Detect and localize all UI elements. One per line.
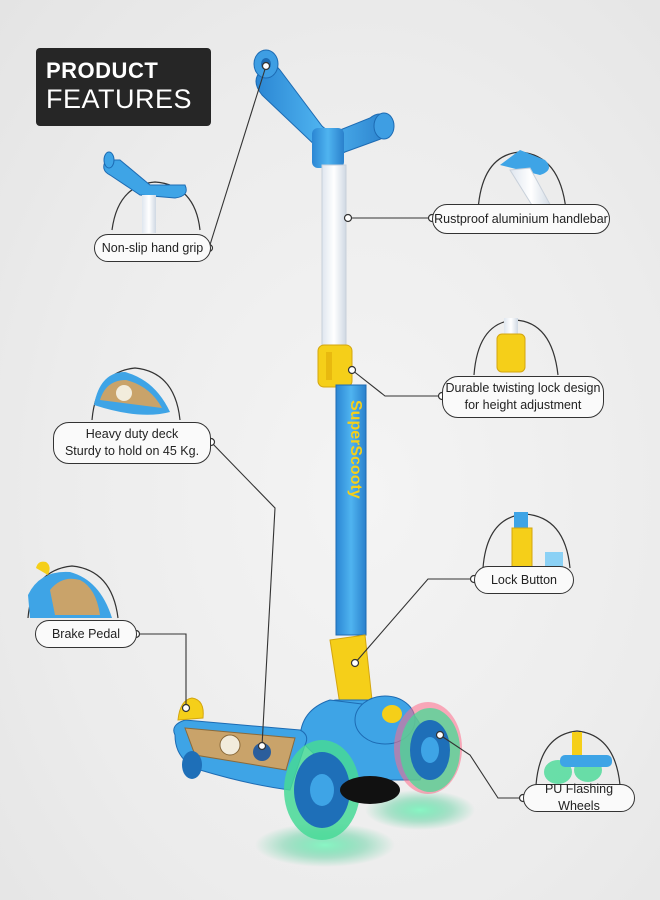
- twist-lock: [317, 344, 353, 388]
- leader-lines: [136, 65, 523, 799]
- callout-deck-line2: Sturdy to hold on 45 Kg.: [64, 444, 200, 458]
- product-features-title: PRODUCT FEATURES: [36, 48, 211, 126]
- inset-hand-grip: [103, 151, 201, 233]
- front-wheel-right: [394, 702, 462, 794]
- callout-lock-button: Lock Button: [474, 566, 574, 594]
- callout-twist-lock: Durable twisting lock design for height …: [442, 376, 604, 418]
- callout-handlebar: Rustproof aluminium handlebar: [432, 204, 610, 234]
- inset-twist-lock: [473, 318, 559, 376]
- inset-handlebar-pole: [477, 150, 567, 211]
- callout-deck-line1: Heavy duty deck: [85, 427, 179, 441]
- handlebar: [253, 49, 395, 168]
- callout-deck: Heavy duty deck Sturdy to hold on 45 Kg.: [53, 422, 211, 464]
- callout-twist-lock-line2: for height adjustment: [464, 398, 582, 412]
- upper-pole: [321, 164, 347, 356]
- callout-hand-grip: Non-slip hand grip: [94, 234, 211, 262]
- callout-twist-lock-line1: Durable twisting lock design: [445, 381, 601, 395]
- title-line-1: PRODUCT: [46, 58, 159, 83]
- inset-brake: [27, 561, 119, 619]
- inset-deck: [91, 367, 181, 421]
- title-line-2: FEATURES: [46, 84, 193, 114]
- front-wheel-left: [284, 740, 360, 840]
- callout-flashing-wheels: PU Flashing Wheels: [523, 782, 635, 813]
- floor-glow: [365, 790, 475, 830]
- callout-brake-pedal: Brake Pedal: [35, 620, 137, 648]
- inset-wheels: [535, 730, 621, 786]
- brand-text: SuperScooty: [347, 400, 364, 499]
- lower-pole: [335, 384, 367, 636]
- inset-lock-button: [482, 512, 571, 569]
- floor-glow: [255, 823, 395, 867]
